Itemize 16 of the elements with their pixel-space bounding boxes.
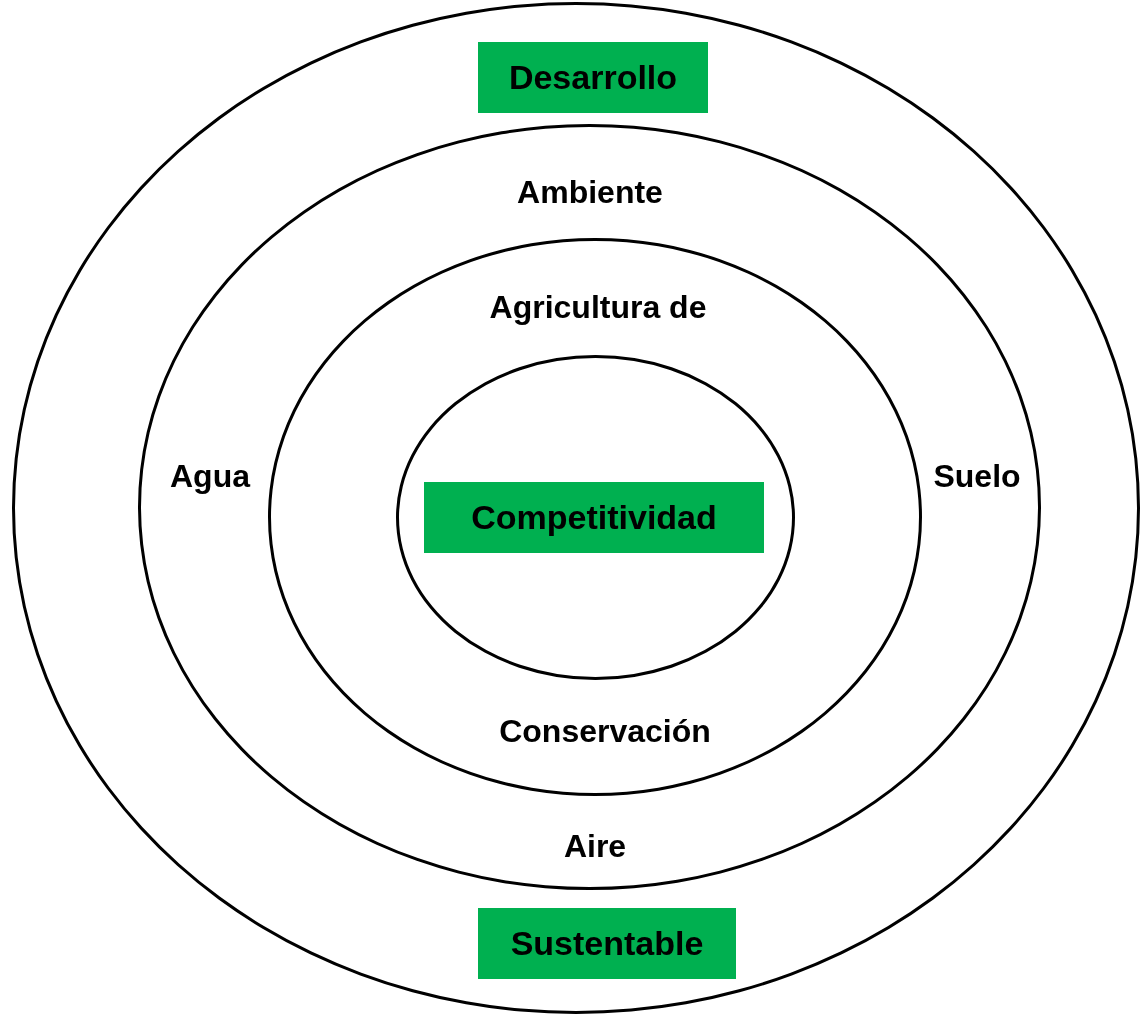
ring-label: Aire	[563, 830, 627, 862]
ellipse-ring	[396, 355, 795, 680]
ellipse-ring	[138, 124, 1041, 890]
heading-text: Competitividad	[471, 497, 717, 538]
ring-label: Suelo	[933, 460, 1021, 492]
heading-text: Sustentable	[510, 923, 704, 964]
label-box	[478, 908, 736, 979]
label-box	[424, 482, 764, 553]
ellipse-ring	[268, 238, 922, 796]
ring-label: Conservación	[499, 715, 711, 747]
ellipse-ring	[12, 2, 1140, 1014]
ring-label: Agua	[170, 460, 250, 492]
ring-label: Agricultura de	[489, 291, 707, 323]
ring-label: Ambiente	[517, 176, 663, 208]
label-box	[478, 42, 708, 113]
heading-text: Desarrollo	[508, 57, 678, 98]
